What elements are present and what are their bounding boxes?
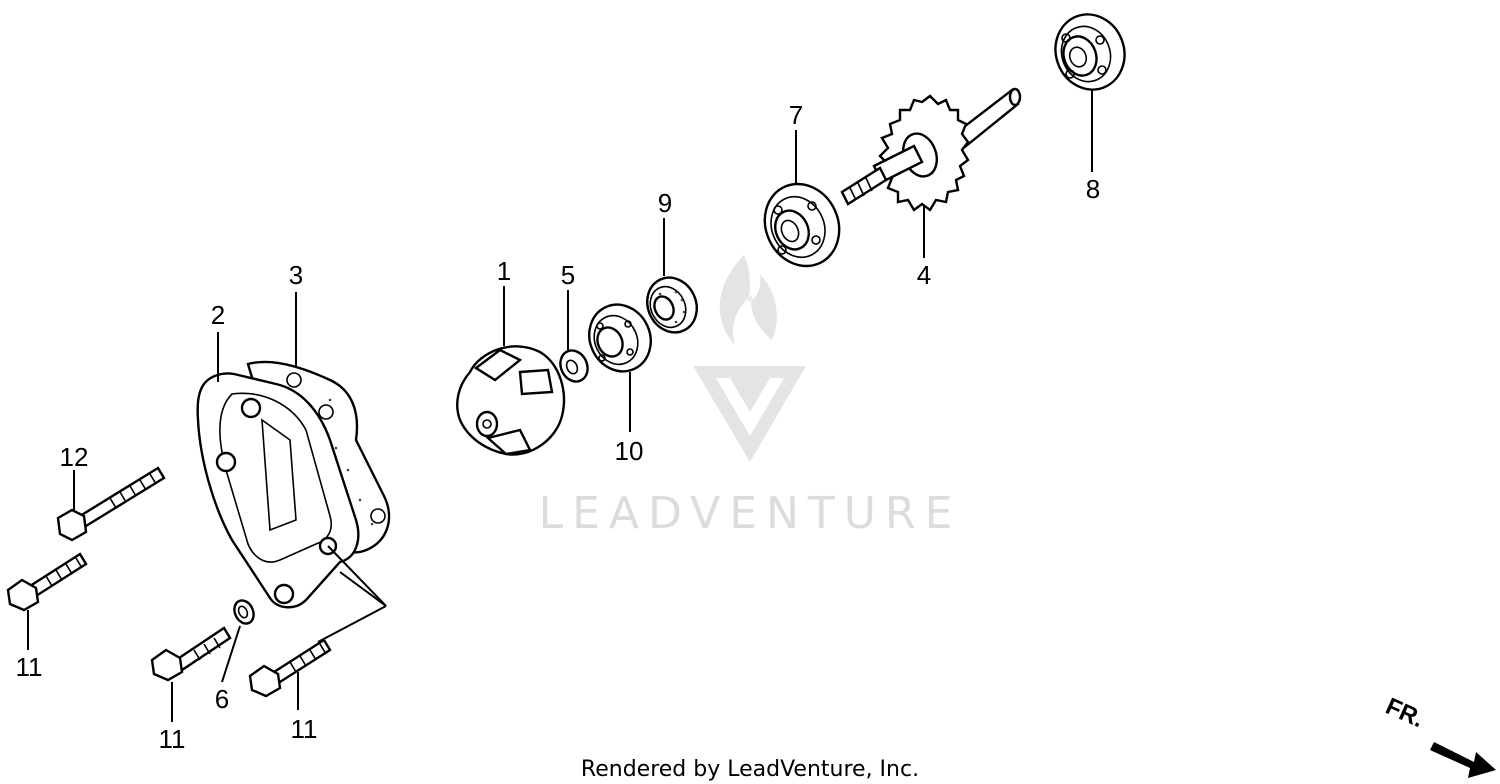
callout-9: 9 xyxy=(658,188,672,218)
callout-7: 7 xyxy=(789,100,803,130)
leader-lines-11 xyxy=(317,545,387,643)
callout-8: 8 xyxy=(1086,174,1100,204)
part-11-flange-bolt-middle xyxy=(150,626,232,722)
part-12-flange-bolt xyxy=(56,466,166,542)
part-8-bearing xyxy=(1054,13,1126,172)
part-6-washer xyxy=(221,599,255,683)
part-4-pump-shaft-gear xyxy=(840,87,1022,258)
part-10-bearing xyxy=(588,303,652,432)
callout-11-right: 11 xyxy=(291,714,318,744)
watermark-logo-icon xyxy=(693,255,806,462)
front-direction-marker: FR. xyxy=(1382,693,1496,778)
callout-12: 12 xyxy=(60,442,89,472)
part-7-bearing xyxy=(763,130,841,268)
callout-11-middle: 11 xyxy=(159,724,186,754)
part-11-flange-bolt-right xyxy=(248,638,332,710)
footer-credit: Rendered by LeadVenture, Inc. xyxy=(581,757,919,782)
part-11-flange-bolt-left xyxy=(6,552,88,650)
part-9-oil-seal xyxy=(646,218,698,334)
part-1-impeller xyxy=(456,286,566,456)
callout-1: 1 xyxy=(497,256,511,286)
part-5-washer xyxy=(559,290,589,383)
front-direction-arrow-icon xyxy=(1430,742,1496,778)
callout-2: 2 xyxy=(211,300,225,330)
callout-5: 5 xyxy=(561,260,575,290)
part-2-water-pump-cover xyxy=(196,332,360,609)
callout-6: 6 xyxy=(215,684,229,714)
front-direction-label: FR. xyxy=(1382,693,1428,733)
watermark: LEADVENTURE xyxy=(539,255,962,539)
callout-10: 10 xyxy=(615,436,644,466)
watermark-text: LEADVENTURE xyxy=(539,488,962,539)
callout-3: 3 xyxy=(289,260,303,290)
callout-4: 4 xyxy=(917,260,931,290)
callout-11-left: 11 xyxy=(16,652,43,682)
callout-labels: 1 2 3 4 5 6 7 8 9 10 11 11 11 12 xyxy=(16,100,1101,754)
